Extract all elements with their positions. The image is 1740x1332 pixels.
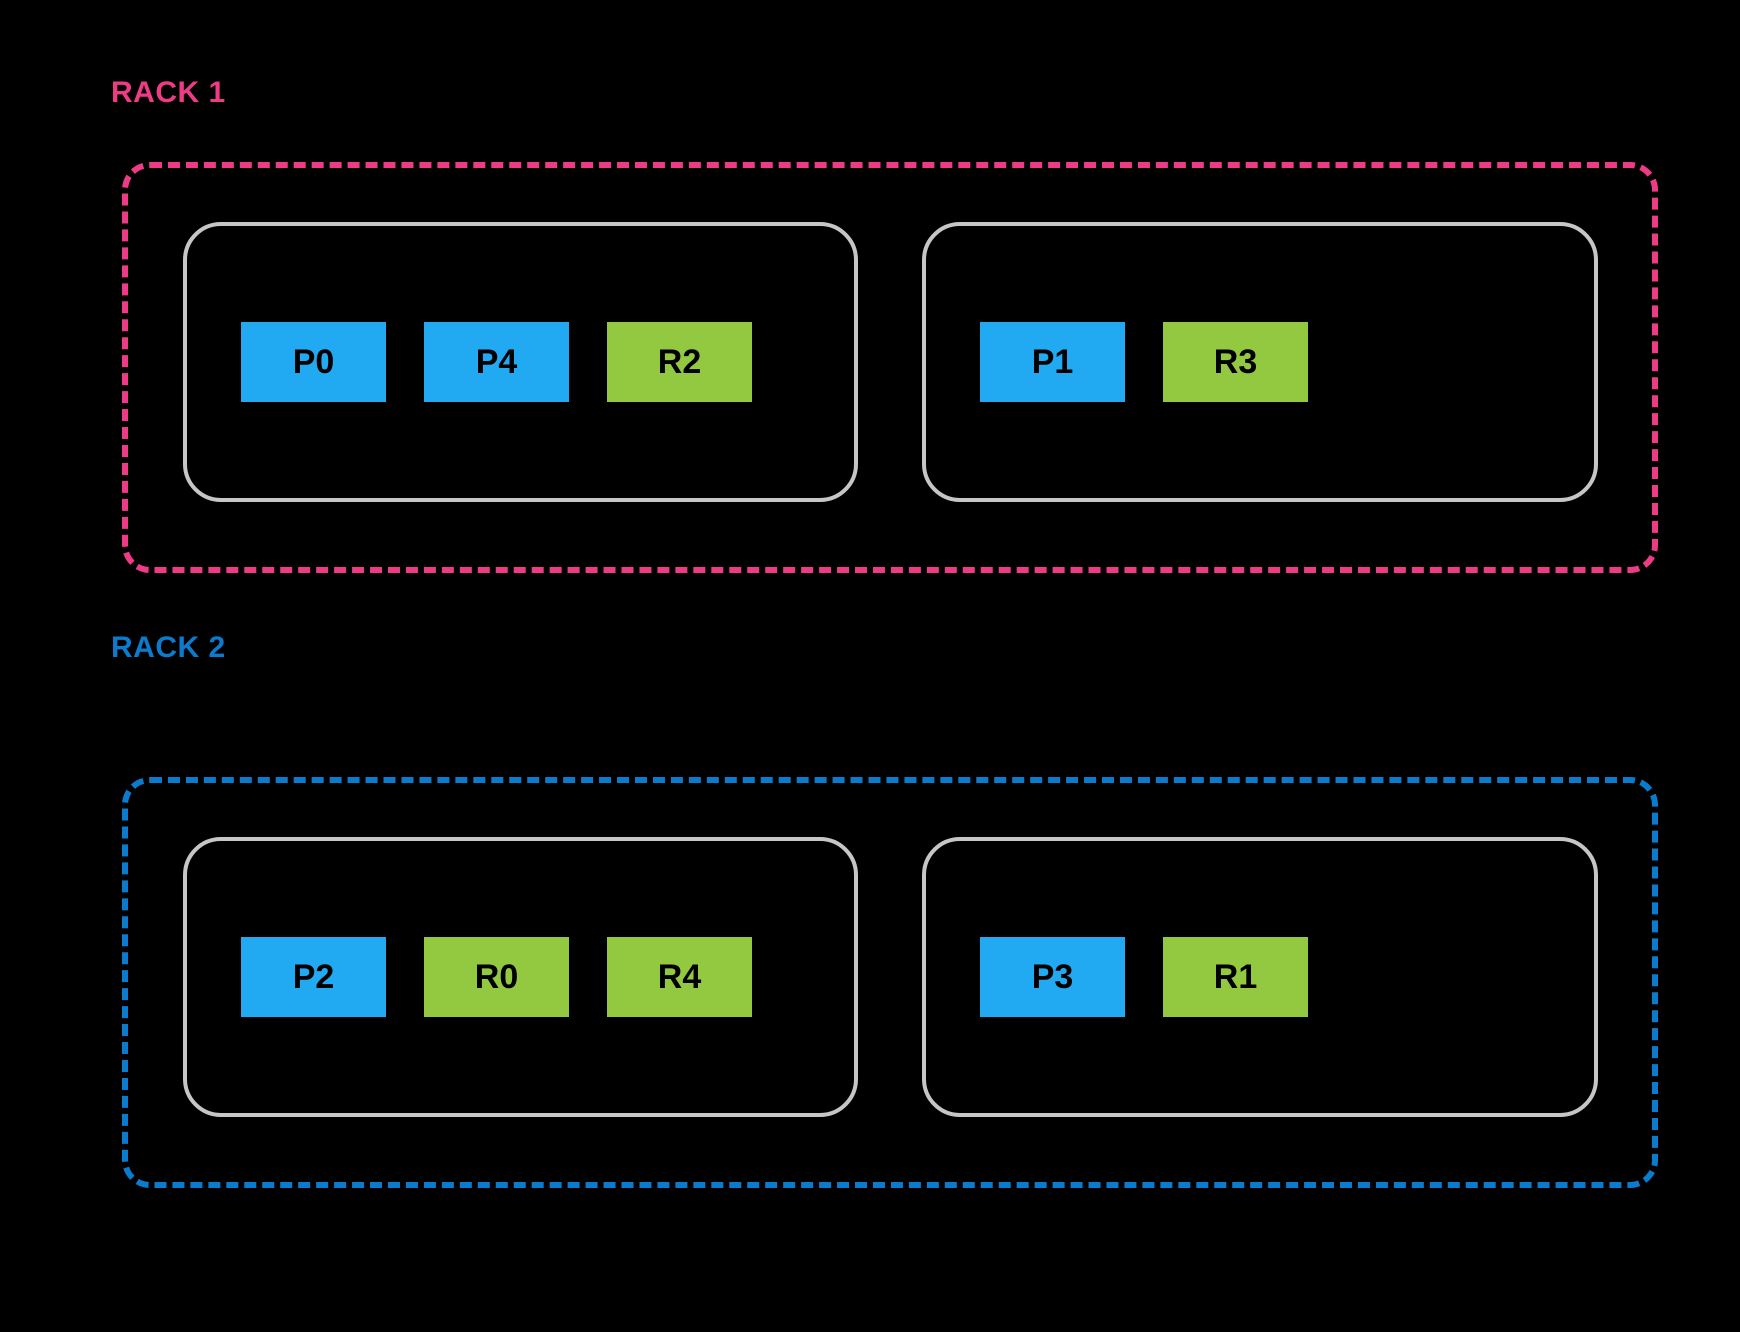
partition-block: R2	[607, 322, 752, 402]
node-blocks: P3 R1	[926, 937, 1308, 1017]
node-container: P3 R1	[922, 837, 1598, 1117]
partition-block: P0	[241, 322, 386, 402]
partition-block: P1	[980, 322, 1125, 402]
node-blocks: P2 R0 R4	[187, 937, 752, 1017]
node-container: P1 R3	[922, 222, 1598, 502]
rack-boundary-2	[122, 777, 1658, 1188]
partition-block: R3	[1163, 322, 1308, 402]
node-blocks: P1 R3	[926, 322, 1308, 402]
node-blocks: P0 P4 R2	[187, 322, 752, 402]
rack-label-2: RACK 2	[111, 631, 226, 664]
partition-block: R0	[424, 937, 569, 1017]
node-container: P2 R0 R4	[183, 837, 858, 1117]
partition-block: R1	[1163, 937, 1308, 1017]
partition-block: R4	[607, 937, 752, 1017]
node-container: P0 P4 R2	[183, 222, 858, 502]
rack-label-1: RACK 1	[111, 76, 226, 109]
partition-block: P3	[980, 937, 1125, 1017]
partition-block: P4	[424, 322, 569, 402]
partition-block: P2	[241, 937, 386, 1017]
rack-boundary-1	[122, 162, 1658, 573]
